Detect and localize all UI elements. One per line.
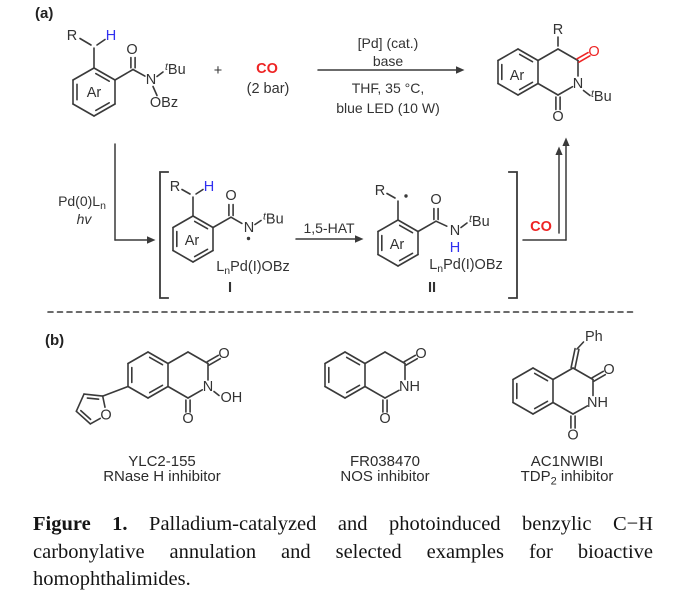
co-reagent: CO (2 bar) bbox=[247, 61, 290, 97]
reaction-arrow: [Pd] (cat.) base THF, 35 °C, blue LED (1… bbox=[317, 35, 465, 116]
r-group-label: R bbox=[170, 179, 180, 195]
condition-base: base bbox=[373, 53, 404, 69]
ar-label: Ar bbox=[390, 237, 405, 253]
pd-complex-label: LnPd(I)OBz bbox=[216, 259, 290, 277]
caption-line-2: carbonylative annulation and selected ex… bbox=[33, 540, 653, 563]
ph-label: Ph bbox=[585, 329, 603, 345]
pd-complex-label: LnPd(I)OBz bbox=[429, 257, 503, 275]
oh-label: OH bbox=[221, 390, 243, 406]
carbonyl-o-label: O bbox=[225, 188, 236, 204]
intermediate-II-label: II bbox=[428, 280, 436, 296]
plus-sign: + bbox=[214, 63, 222, 79]
right-bracket bbox=[508, 171, 518, 299]
figure-caption: Figure 1. Palladium-catalyzed and photoi… bbox=[33, 511, 653, 594]
condition-solvent: THF, 35 °C, bbox=[352, 80, 425, 96]
hat-label: 1,5-HAT bbox=[303, 220, 355, 236]
nh-label: NH bbox=[399, 379, 420, 395]
intermediate-I-structure: Ar R H O N tBu LnPd(I)OBz I bbox=[170, 179, 290, 296]
caption-line-1: Figure 1. Palladium-catalyzed and photoi… bbox=[33, 513, 653, 535]
compound-name: YLC2-155 bbox=[128, 453, 196, 470]
n-radical-label: N bbox=[244, 220, 254, 236]
condition-catalyst: [Pd] (cat.) bbox=[358, 35, 419, 51]
benzylic-h-label: H bbox=[106, 28, 116, 44]
new-carbonyl-o-label: O bbox=[588, 44, 599, 60]
substrate-structure: Ar R H O N tBu OBz bbox=[67, 28, 186, 117]
caption-line-3: homophthalimides. bbox=[33, 568, 191, 590]
compound-activity: TDP2 inhibitor bbox=[521, 468, 614, 488]
co-pressure-label: (2 bar) bbox=[247, 81, 290, 97]
n-label: N bbox=[450, 223, 460, 239]
panel-b-label: (b) bbox=[45, 332, 64, 349]
carbonyl-o-label: O bbox=[567, 428, 578, 444]
carbonyl-o-label: O bbox=[182, 411, 193, 427]
r-group-label: R bbox=[67, 28, 77, 44]
nh-label: NH bbox=[587, 395, 608, 411]
compound-activity: NOS inhibitor bbox=[340, 468, 429, 485]
compound-ylc2-155-structure: O N OH O O YLC2-155 RNase H inhibitor bbox=[75, 346, 243, 485]
carbonyl-o-label: O bbox=[218, 346, 229, 362]
obz-label: OBz bbox=[150, 95, 178, 111]
product-structure: Ar R O N tBu O bbox=[497, 22, 612, 125]
pd0-ligand-label: Pd(0)Ln bbox=[58, 193, 106, 212]
carbonyl-o-label: O bbox=[552, 109, 563, 125]
r-group-label: R bbox=[375, 183, 385, 199]
tbu-label: tBu bbox=[263, 211, 284, 228]
n-label: N bbox=[573, 76, 583, 92]
hat-arrow: 1,5-HAT bbox=[295, 220, 364, 243]
compound-name: FR038470 bbox=[350, 453, 420, 470]
intermediate-II-structure: Ar R O N H tBu LnPd(I)OBz II bbox=[375, 183, 503, 296]
carbonyl-o-label: O bbox=[430, 192, 441, 208]
co-annulation-arrow: CO bbox=[522, 137, 570, 241]
left-bracket bbox=[159, 171, 169, 299]
tbu-label: tBu bbox=[165, 61, 186, 78]
tbu-label: tBu bbox=[591, 88, 612, 105]
figure-1-artwork: (a) Ar R H O N tBu OBz + CO (2 bar) bbox=[35, 5, 637, 488]
panel-a-label: (a) bbox=[35, 5, 53, 22]
ar-label: Ar bbox=[510, 68, 525, 84]
compound-ac1nwibi-structure: Ph O NH O AC1NWIBI TDP2 inhibitor bbox=[512, 329, 615, 488]
caption-figure-label: Figure 1. bbox=[33, 513, 128, 535]
carbonyl-o-label: O bbox=[415, 346, 426, 362]
photoactivation-arrow: Pd(0)Ln hv bbox=[58, 143, 156, 244]
hv-label: hv bbox=[77, 211, 93, 227]
tbu-label: tBu bbox=[469, 213, 490, 230]
ar-label: Ar bbox=[87, 85, 102, 101]
n-label: N bbox=[146, 72, 156, 88]
carbonyl-o-label: O bbox=[126, 42, 137, 58]
co-label: CO bbox=[256, 61, 278, 77]
r-group-label: R bbox=[553, 22, 563, 38]
furan-o-label: O bbox=[100, 408, 111, 424]
benzylic-h-label: H bbox=[204, 179, 214, 195]
intermediate-I-label: I bbox=[228, 280, 232, 296]
n-radical-dot bbox=[246, 236, 251, 241]
ar-label: Ar bbox=[185, 233, 200, 249]
n-label: N bbox=[203, 379, 213, 395]
carbonyl-o-label: O bbox=[603, 362, 614, 378]
amide-h-label: H bbox=[450, 240, 460, 256]
co-side-label: CO bbox=[530, 219, 552, 235]
condition-light: blue LED (10 W) bbox=[336, 100, 439, 116]
compound-name: AC1NWIBI bbox=[531, 453, 604, 470]
benzylic-radical-dot bbox=[404, 194, 408, 198]
compound-activity: RNase H inhibitor bbox=[103, 468, 221, 485]
carbonyl-o-label: O bbox=[379, 411, 390, 427]
compound-fr038470-structure: O NH O FR038470 NOS inhibitor bbox=[324, 346, 430, 485]
